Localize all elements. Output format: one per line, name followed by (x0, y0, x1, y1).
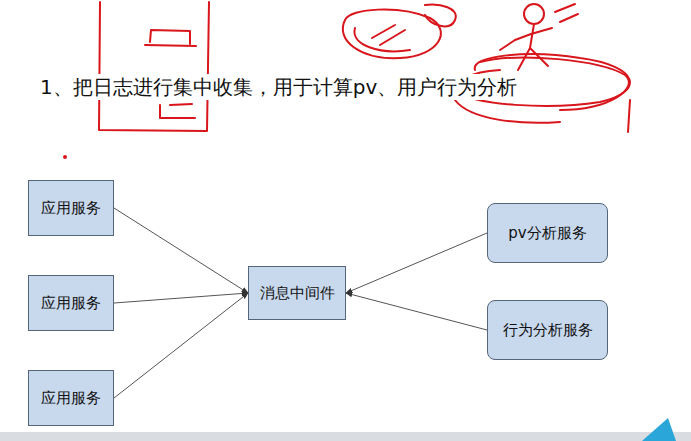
red-dot (63, 155, 67, 159)
connector-line (346, 293, 487, 330)
service-box: 应用服务 (28, 180, 114, 236)
middleware-box: 消息中间件 (248, 266, 346, 320)
analysis-box: 行为分析服务 (487, 300, 608, 360)
connector-line (114, 208, 248, 293)
connector-line (114, 293, 248, 303)
node-label: 应用服务 (41, 389, 101, 408)
connector-line (346, 233, 487, 293)
node-label: pv分析服务 (508, 224, 586, 243)
service-box: 应用服务 (28, 370, 114, 426)
service-box: 应用服务 (28, 275, 114, 331)
analysis-box: pv分析服务 (487, 203, 608, 263)
corner-mark (642, 418, 676, 441)
player-bar (0, 432, 691, 441)
connector-line (114, 293, 248, 398)
node-label: 应用服务 (41, 294, 101, 313)
node-label: 应用服务 (41, 199, 101, 218)
red-scribbles (99, 2, 630, 132)
slide-title: 1、把日志进行集中收集，用于计算pv、用户行为分析 (38, 74, 519, 100)
node-label: 消息中间件 (260, 284, 335, 303)
node-label: 行为分析服务 (503, 321, 593, 340)
